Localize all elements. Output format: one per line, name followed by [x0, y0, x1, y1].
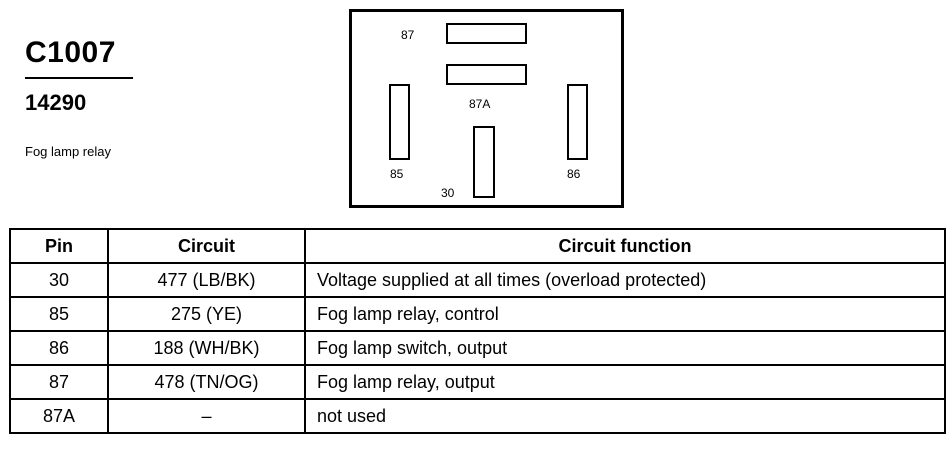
table-header-row: Pin Circuit Circuit function: [9, 228, 946, 264]
terminal-87: [446, 23, 527, 44]
pin-label-85: 85: [390, 167, 404, 181]
part-number: 14290: [25, 90, 87, 115]
connector-id-underline: [25, 77, 133, 79]
cell-circuit: 478 (TN/OG): [107, 364, 306, 400]
cell-function: Fog lamp relay, control: [304, 296, 946, 332]
pin-label-86: 86: [567, 167, 581, 181]
cell-function: not used: [304, 398, 946, 434]
cell-circuit: 188 (WH/BK): [107, 330, 306, 366]
cell-pin: 85: [9, 296, 109, 332]
cell-pin: 87A: [9, 398, 109, 434]
cell-function: Voltage supplied at all times (overload …: [304, 262, 946, 298]
table-row: 86 188 (WH/BK) Fog lamp switch, output: [9, 330, 946, 366]
cell-function: Fog lamp relay, output: [304, 364, 946, 400]
cell-circuit: 275 (YE): [107, 296, 306, 332]
cell-pin: 30: [9, 262, 109, 298]
cell-circuit: 477 (LB/BK): [107, 262, 306, 298]
header-circuit-function: Circuit function: [304, 228, 946, 264]
cell-pin: 87: [9, 364, 109, 400]
connector-id: C1007: [25, 36, 116, 69]
table-row: 87 478 (TN/OG) Fog lamp relay, output: [9, 364, 946, 400]
table-row: 85 275 (YE) Fog lamp relay, control: [9, 296, 946, 332]
header-circuit: Circuit: [107, 228, 306, 264]
pin-label-30: 30: [441, 186, 455, 200]
pin-table: Pin Circuit Circuit function 30 477 (LB/…: [9, 228, 946, 434]
cell-circuit: –: [107, 398, 306, 434]
terminal-30: [473, 126, 495, 198]
table-row: 87A – not used: [9, 398, 946, 434]
connector-description: Fog lamp relay: [25, 144, 111, 159]
header-pin: Pin: [9, 228, 109, 264]
cell-pin: 86: [9, 330, 109, 366]
table-row: 30 477 (LB/BK) Voltage supplied at all t…: [9, 262, 946, 298]
pin-label-87a: 87A: [469, 97, 491, 111]
terminal-86: [567, 84, 588, 160]
cell-function: Fog lamp switch, output: [304, 330, 946, 366]
pin-label-87: 87: [401, 28, 415, 42]
terminal-85: [389, 84, 410, 160]
connector-face-diagram: 87 87A 85 86 30: [349, 9, 624, 208]
terminal-87a: [446, 64, 527, 85]
